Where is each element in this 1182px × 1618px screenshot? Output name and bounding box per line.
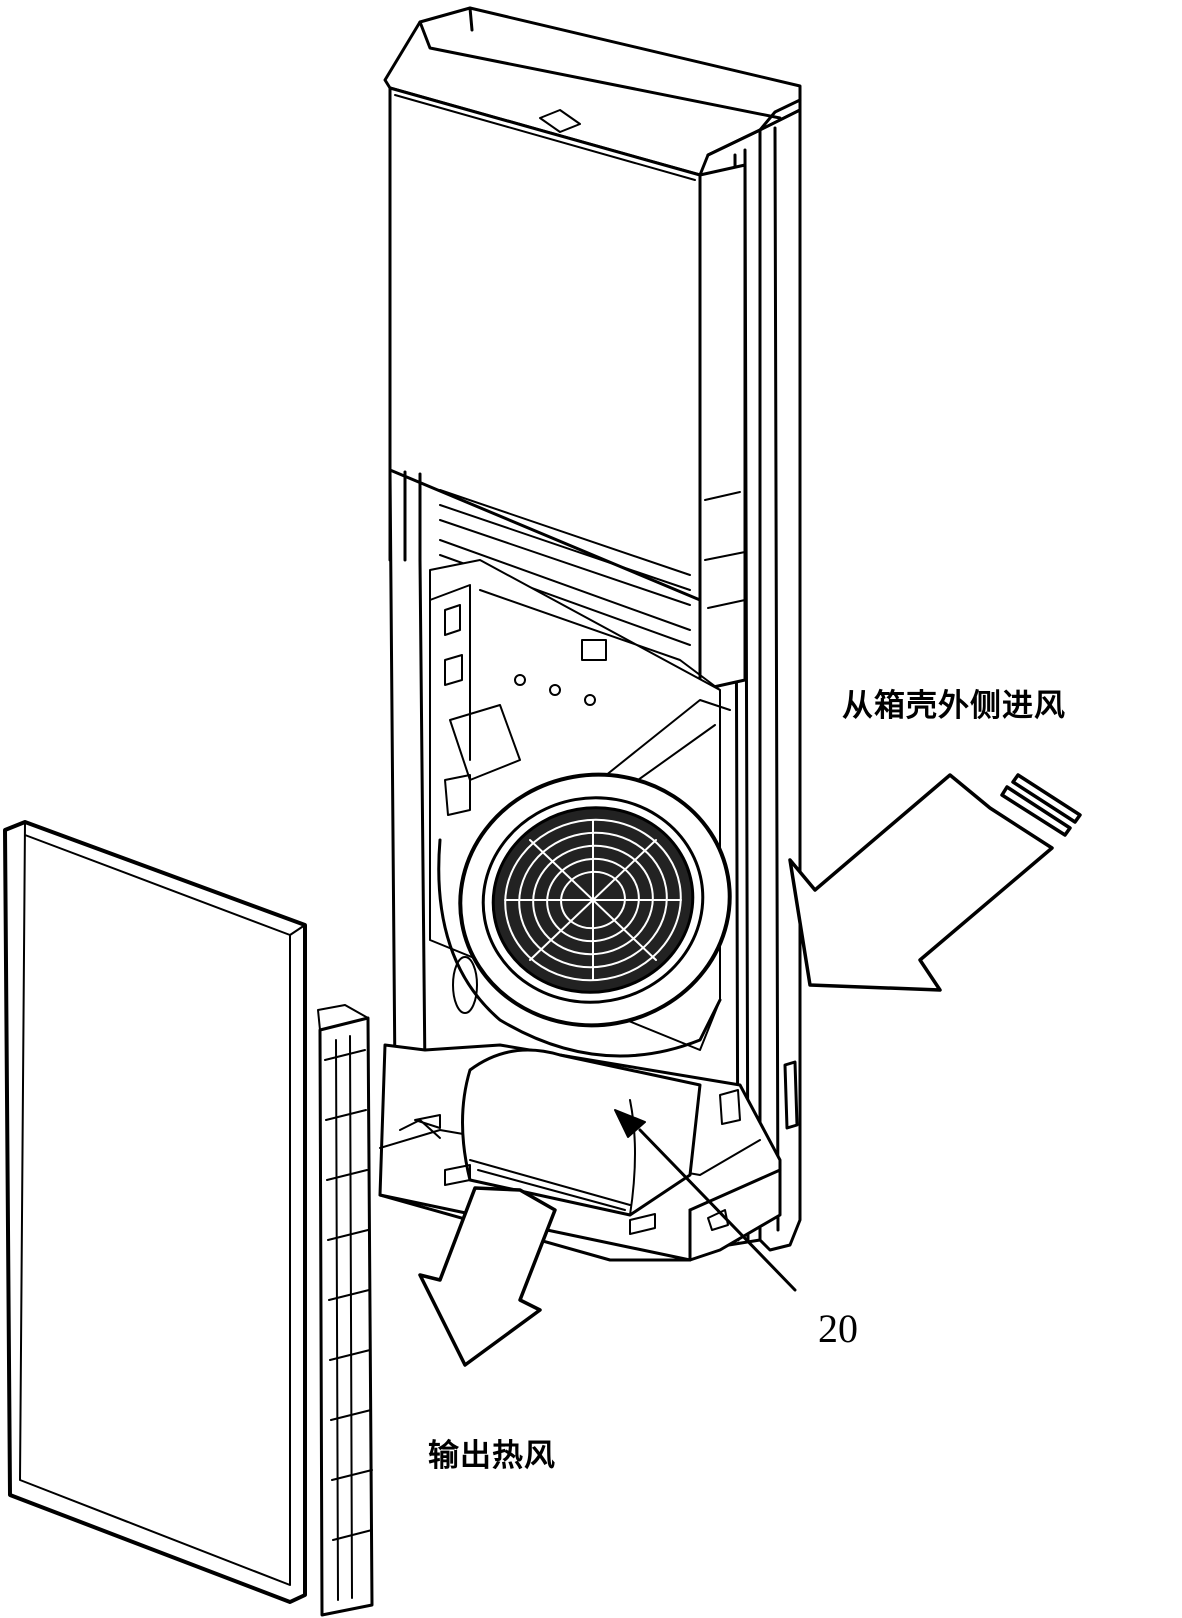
outlet-hot-air-label: 输出热风 — [428, 1438, 556, 1474]
base-and-duct — [380, 1045, 780, 1260]
inlet-air-label: 从箱壳外侧进风 — [842, 688, 1066, 724]
air-inlet-arrow — [790, 775, 1080, 990]
hot-air-outlet-arrow — [420, 1188, 555, 1365]
side-panel — [760, 110, 800, 1250]
part-number-label: 20 — [818, 1306, 858, 1351]
part-20-leader — [615, 1110, 795, 1290]
air-filter-grille — [320, 1018, 372, 1615]
upper-housing — [390, 88, 700, 600]
centrifugal-fan — [439, 753, 750, 1056]
front-panel-removed — [5, 822, 372, 1615]
